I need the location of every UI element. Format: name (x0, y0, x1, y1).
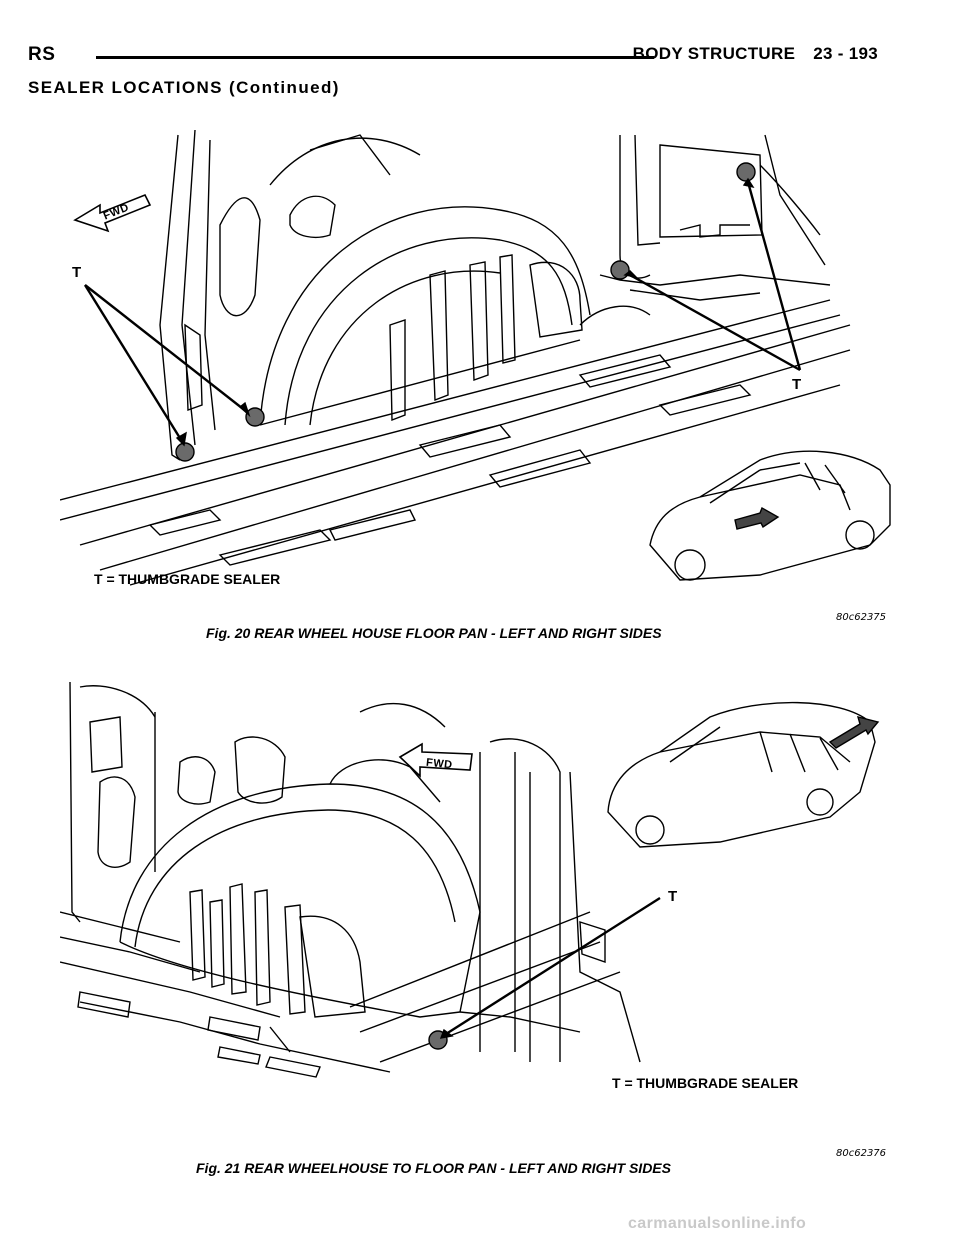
figure-20-caption: Fig. 20 REAR WHEEL HOUSE FLOOR PAN - LEF… (206, 625, 662, 641)
figure-21-illustration (60, 672, 900, 1092)
watermark: carmanualsonline.info (628, 1215, 807, 1232)
page-header: RS BODY STRUCTURE 23 - 193 (28, 44, 878, 74)
page-number: 23 - 193 (813, 44, 878, 63)
callout-t-left: T (72, 264, 82, 281)
figure-21-legend: T = THUMBGRADE SEALER (612, 1075, 799, 1091)
figure-20-id: 80c62375 (836, 612, 887, 623)
section-code: RS (28, 44, 56, 65)
figure-21-caption: Fig. 21 REAR WHEELHOUSE TO FLOOR PAN - L… (196, 1160, 671, 1176)
wheel-house-floor-pan-drawing (60, 129, 891, 586)
chapter-title: BODY STRUCTURE (632, 44, 796, 63)
callout-t: T (668, 888, 678, 905)
callout-t-right: T (792, 376, 802, 393)
figure-20-illustration (60, 125, 900, 595)
figure-20-legend: T = THUMBGRADE SEALER (94, 571, 281, 587)
wheelhouse-to-floor-pan-drawing (60, 681, 880, 1078)
section-title: SEALER LOCATIONS (Continued) (28, 78, 340, 97)
header-right: BODY STRUCTURE 23 - 193 (633, 44, 878, 64)
header-rule (96, 56, 654, 59)
figure-21-id: 80c62376 (836, 1148, 887, 1159)
